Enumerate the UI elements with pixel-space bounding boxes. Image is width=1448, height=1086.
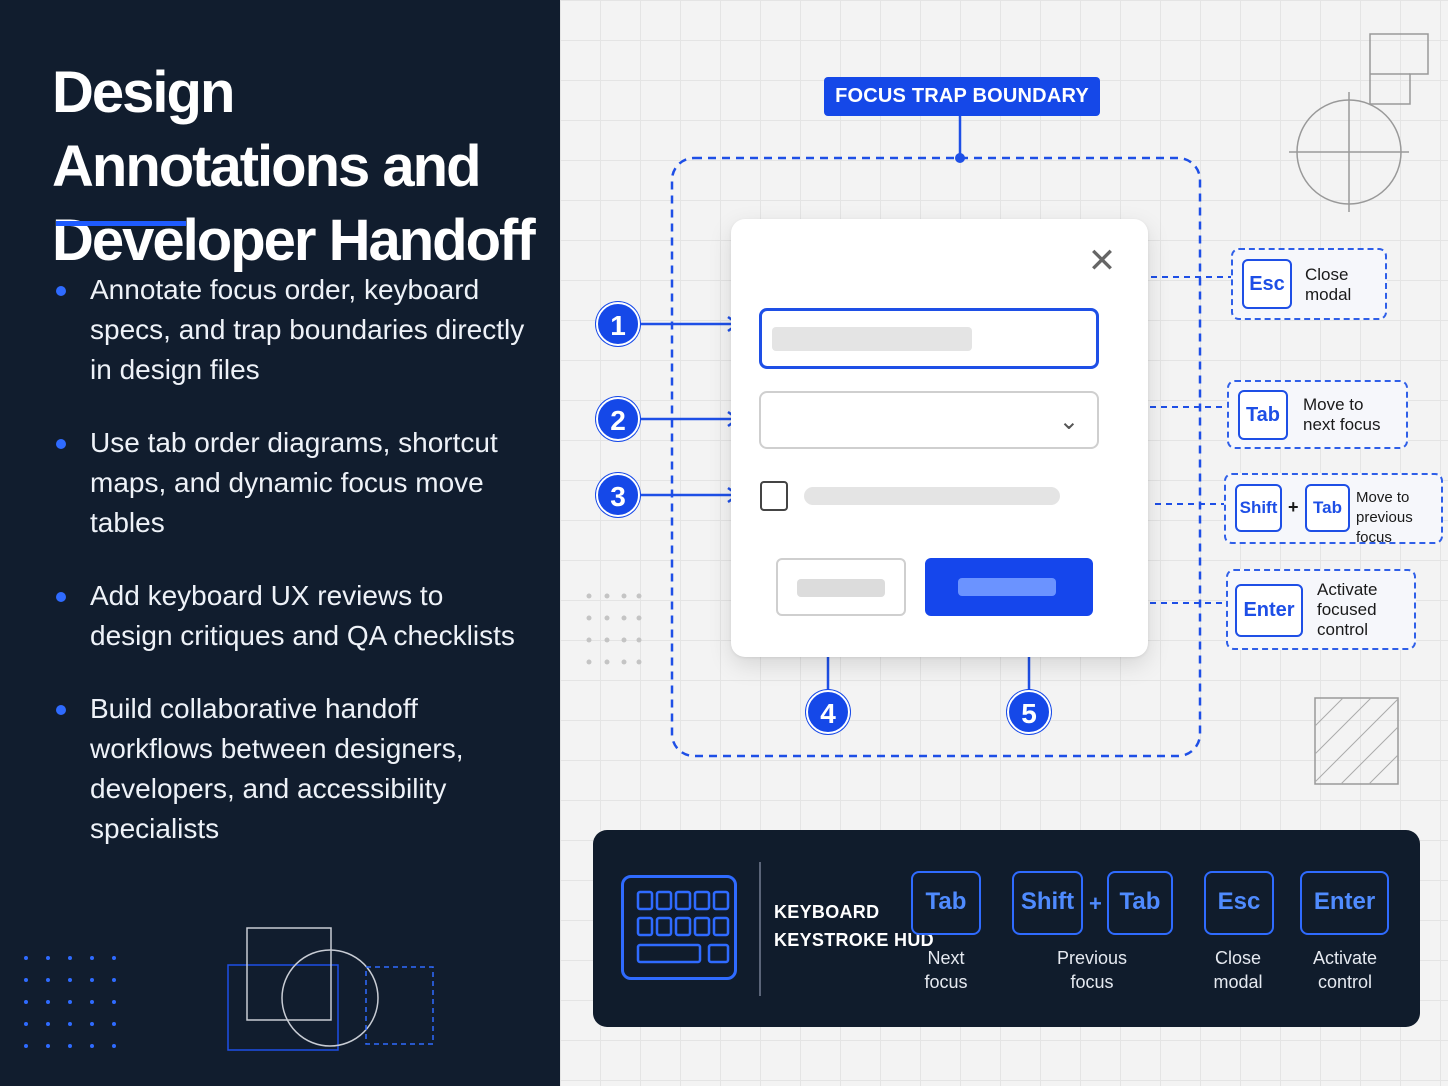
hud-key-shift: Shift [1012,871,1083,935]
annotation-line: control [1317,620,1369,639]
keystroke-hud [593,830,1420,1027]
annotation-line: Activate [1317,580,1378,599]
focus-trap-label: FOCUS TRAP BOUNDARY [824,77,1100,116]
hud-desc-line: modal [1213,972,1263,992]
chevron-down-icon: ⌄ [1058,408,1079,435]
bullet-text: Build collaborative handoff workflows be… [90,693,464,844]
annotation-line: modal [1305,285,1352,304]
title-underline [56,221,186,226]
bullet-text: Annotate focus order, keyboard specs, an… [90,274,525,385]
key-enter: Enter [1235,584,1303,637]
button-label-placeholder [958,578,1056,596]
key-tab: Tab [1238,390,1288,440]
input-placeholder [772,327,972,351]
annotation-tab-desc: Move to next focus [1303,395,1381,435]
hud-desc-activate-control: Activate control [1300,946,1390,994]
hud-desc-line: focus [924,972,968,992]
annotation-line: Close [1305,265,1349,284]
close-icon[interactable]: ✕ [1087,242,1117,280]
decorative-shapes [227,927,434,1051]
select-dropdown[interactable]: ⌄ [759,391,1099,449]
bullet-dot-icon [56,705,66,715]
page-title: Design Annotations and Developer Handoff [52,60,536,273]
hud-divider [759,862,761,996]
hud-key-tab: Tab [1107,871,1173,935]
hud-key-enter: Enter [1300,871,1389,935]
hud-desc-previous-focus: Previous focus [1042,946,1142,994]
hud-desc-line: Close [1214,948,1262,968]
text-input-field[interactable] [759,308,1099,369]
focus-order-badge-5: 5 [1007,690,1051,734]
hud-desc-next-focus: Next focus [906,946,986,994]
hud-key-esc: Esc [1204,871,1274,935]
annotation-line: next focus [1303,415,1381,434]
annotation-line: focused [1317,600,1377,619]
focus-order-badge-3: 3 [596,473,640,517]
checkbox-label-placeholder [804,487,1060,505]
bullet-dot-icon [56,592,66,602]
annotation-line: Move to [1356,489,1410,506]
focus-order-badge-1: 1 [596,302,640,346]
annotation-shift-tab-desc: Move to previous focus [1356,488,1448,548]
hud-desc-line: Activate [1312,948,1378,968]
focus-order-badge-4: 4 [806,690,850,734]
bullet-dot-icon [56,286,66,296]
decorative-dot-grid [24,956,116,1048]
bullet-item: Add keyboard UX reviews to design critiq… [56,576,526,656]
secondary-button[interactable] [776,558,906,616]
bullet-text: Use tab order diagrams, shortcut maps, a… [90,427,498,538]
focus-order-badge-2: 2 [596,397,640,441]
key-shift: Shift [1235,484,1282,532]
bullet-item: Build collaborative handoff workflows be… [56,689,526,849]
hud-title: KEYBOARD KEYSTROKE HUD [774,898,934,954]
annotation-line: previous focus [1356,509,1413,546]
hud-desc-line: Previous [1056,948,1128,968]
bullet-list: Annotate focus order, keyboard specs, an… [56,270,526,882]
bullet-item: Annotate focus order, keyboard specs, an… [56,270,526,390]
checkbox[interactable] [760,481,788,511]
decorative-canvas-shapes [586,33,1429,785]
hud-key-tab: Tab [911,871,981,935]
key-plus: + [1288,497,1299,517]
annotation-line: Move to [1303,395,1364,414]
primary-button[interactable] [925,558,1093,616]
hud-title-line: KEYSTROKE HUD [774,930,934,950]
hud-desc-line: Next [927,948,965,968]
key-tab: Tab [1305,484,1350,532]
keyboard-icon [621,875,737,980]
bullet-text: Add keyboard UX reviews to design critiq… [90,580,515,651]
annotation-esc-desc: Close modal [1305,265,1351,305]
hud-desc-line: focus [1070,972,1114,992]
button-label-placeholder [797,579,885,597]
hud-title-line: KEYBOARD [774,902,880,922]
info-panel: Design Annotations and Developer Handoff… [0,0,560,1086]
hud-desc-close-modal: Close modal [1198,946,1278,994]
bullet-item: Use tab order diagrams, shortcut maps, a… [56,423,526,543]
key-esc: Esc [1242,259,1292,309]
bullet-dot-icon [56,439,66,449]
hud-desc-line: control [1317,972,1373,992]
hud-key-plus: + [1089,891,1102,916]
annotation-enter-desc: Activate focused control [1317,580,1377,640]
